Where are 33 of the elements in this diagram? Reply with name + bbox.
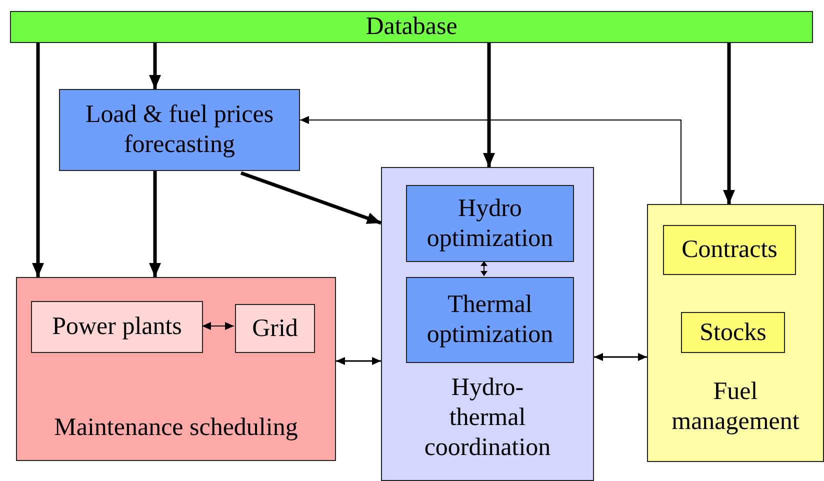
arrow [240,171,382,225]
node-label: Hydro- thermal coordination [423,373,552,463]
process-box [681,312,785,353]
process-box [406,185,574,262]
node-label: Stocks [700,318,766,348]
arrow [336,357,381,365]
process-box [235,304,315,353]
arrow [32,43,44,277]
node-label: Fuel management [670,377,800,437]
arrow [723,43,735,204]
process-box [59,89,300,171]
arrow [483,43,495,167]
arrow [594,353,647,361]
group-box [381,167,594,481]
node-label: Hydro optimization [426,194,554,254]
node-label: Contracts [682,235,778,265]
node-label: Thermal optimization [426,290,554,350]
arrow [202,322,234,330]
process-box [406,277,574,363]
arrow [149,43,161,89]
arrow [300,116,682,204]
process-box [663,225,796,275]
group-box [16,277,336,461]
node-label: Load & fuel prices forecasting [84,100,275,160]
node-label: Database [366,12,458,42]
node-label: Maintenance scheduling [53,413,299,443]
node-label: Grid [252,314,298,344]
arrow [149,171,161,277]
node-label: Power plants [52,312,182,342]
group-box [647,204,824,462]
process-box [31,301,203,353]
arrow [480,260,488,276]
database-bar [10,11,813,43]
